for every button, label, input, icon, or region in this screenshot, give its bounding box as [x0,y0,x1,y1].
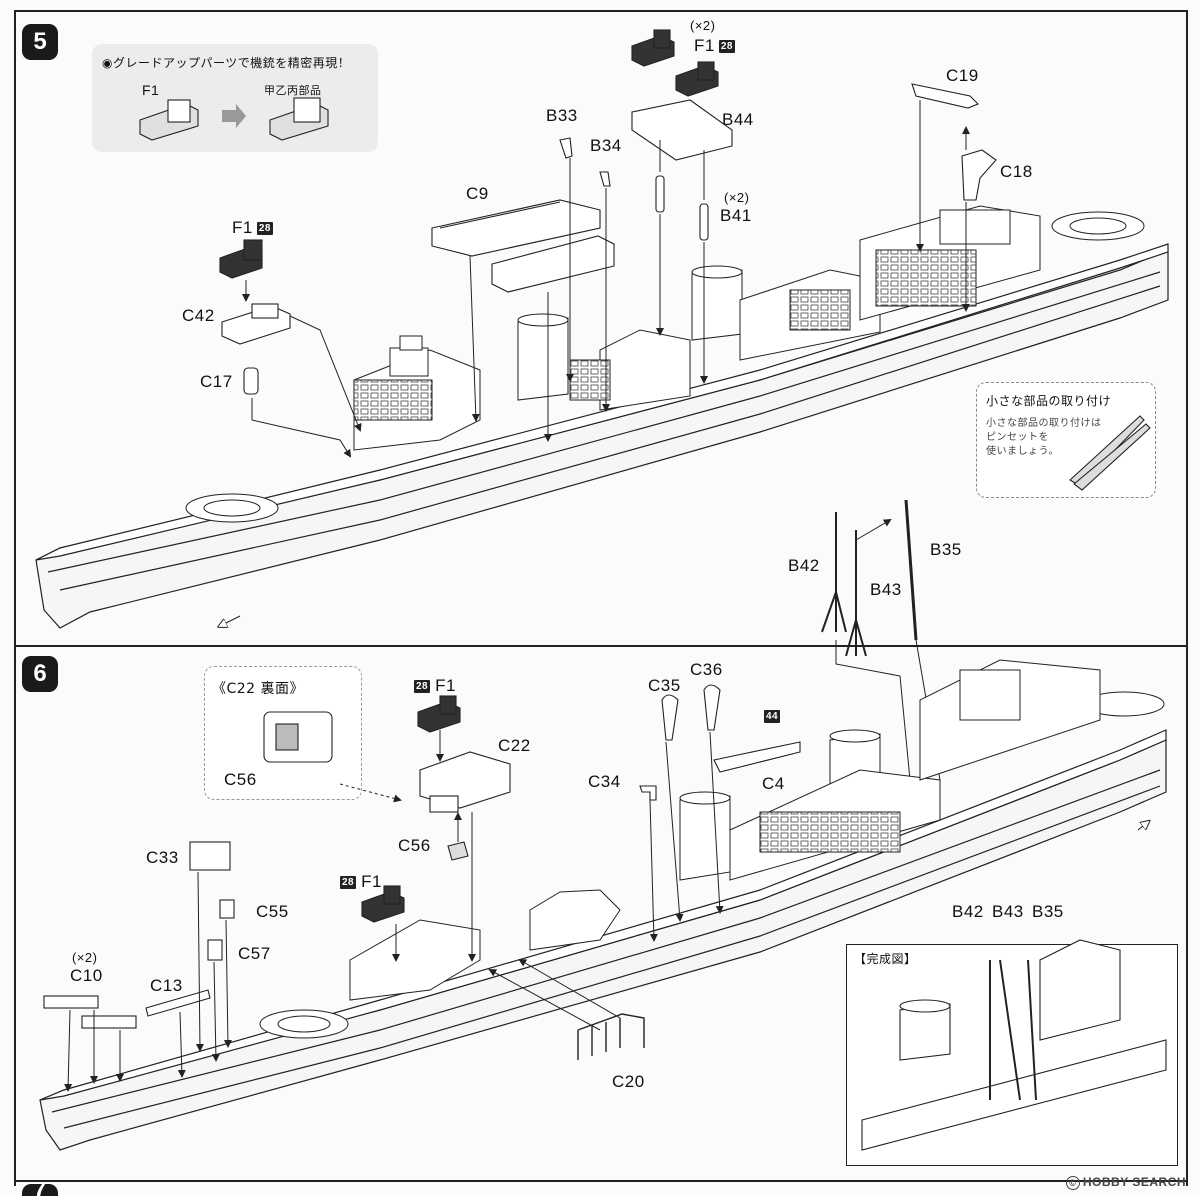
label-c34: C34 [588,772,621,791]
right-border [1186,10,1188,1186]
label-c33: C33 [146,848,179,867]
tweezers-tip-line2: ピンセットを [986,432,1049,443]
tag-28-f1-top: 28 [718,40,735,54]
tag-28-f1-lower: 28 [340,876,357,890]
label-c17: C17 [200,372,233,391]
label-x2-top: (×2) [690,18,716,33]
tag-28-f1-upper: 28 [414,680,431,694]
finished-view-title: 【完成図】 [854,952,917,966]
finish-b42-label: B42 [952,902,984,921]
tweezers-tip-title: 小さな部品の取り付け [986,394,1112,408]
finished-view-box [846,944,1178,1166]
step-6-badge: 6 [22,656,58,692]
tweezers-tip-line3: 使いましょう。 [986,446,1059,457]
label-x2-c10: (×2) [72,950,98,965]
label-c19: C19 [946,66,979,85]
label-c55: C55 [256,902,289,921]
label-b42-step5: B42 [788,556,820,575]
label-c13: C13 [150,976,183,995]
label-c42: C42 [182,306,215,325]
label-x2-b41: (×2) [724,190,750,205]
watermark: ©HOBBY SEARCH [1065,1175,1186,1190]
label-b43-step5: B43 [870,580,902,599]
label-c4: C4 [762,774,785,793]
label-c18: C18 [1000,162,1033,181]
inset-title: 《C22 裏面》 [212,681,305,697]
upgrade-from-label: F1 [142,82,160,98]
tweezers-tip-line1: 小さな部品の取り付けは [986,418,1102,429]
label-c22: C22 [498,736,531,755]
label-b35-step5: B35 [930,540,962,559]
label-b44: B44 [722,110,754,129]
finish-b35-label: B35 [1032,902,1064,921]
upgrade-to-label: 甲乙丙部品 [264,84,322,97]
top-border [14,10,1186,12]
step-divider-5-6 [14,645,1186,647]
label-c20: C20 [612,1072,645,1091]
label-c57: C57 [238,944,271,963]
left-border [14,10,16,1186]
inset-c56-label: C56 [224,770,257,789]
step-divider-6-7 [14,1180,1186,1182]
upgrade-note-title: ◉グレードアップパーツで機銃を精密再現！ [102,56,351,70]
finish-b43-label: B43 [992,902,1024,921]
label-b34: B34 [590,136,622,155]
tag-28-f1-left: 28 [256,222,273,236]
step-5-badge: 5 [22,24,58,60]
label-c4-tag: 44 [764,706,781,726]
step-7-badge: 7 [22,1184,58,1196]
tag-44-c4: 44 [764,710,781,724]
label-c10: C10 [70,966,103,985]
label-b41: B41 [720,206,752,225]
label-c35: C35 [648,676,681,695]
label-c8: C8 [578,256,601,275]
label-c56-step6: C56 [398,836,431,855]
label-b33: B33 [546,106,578,125]
label-c9: C9 [466,184,489,203]
label-c36: C36 [690,660,723,679]
